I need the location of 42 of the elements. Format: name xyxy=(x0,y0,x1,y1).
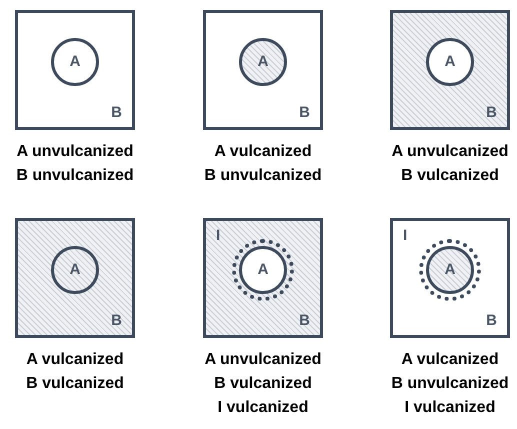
material-square xyxy=(203,218,323,338)
node-label: B vulcanized xyxy=(214,374,312,394)
region-letter: B xyxy=(486,312,497,329)
region-letter: B xyxy=(111,312,122,329)
dotted-ring xyxy=(419,239,481,301)
region-letter: I xyxy=(403,227,408,244)
region-letter: A xyxy=(256,261,270,278)
material-square xyxy=(390,10,510,130)
node-label: I vulcanized xyxy=(218,398,308,418)
region-letter: B xyxy=(486,104,497,121)
region-letter: B xyxy=(299,104,310,121)
node-label: A unvulcanized xyxy=(392,142,508,162)
region-letter: A xyxy=(444,53,456,70)
region-letter: A xyxy=(68,261,82,278)
node-label: B unvulcanized xyxy=(391,374,509,394)
material-square xyxy=(203,10,323,130)
node-label: A vulcanized xyxy=(214,142,312,162)
dotted-ring xyxy=(232,239,294,301)
node-label: A vulcanized xyxy=(26,350,124,370)
inclusion-circle xyxy=(239,38,287,86)
region-letter: A xyxy=(256,53,270,70)
region-letter: I xyxy=(216,227,220,244)
region-letter: A xyxy=(444,261,456,278)
inclusion-circle xyxy=(426,246,474,294)
material-square xyxy=(390,218,510,338)
node-label: A vulcanized xyxy=(401,350,499,370)
material-square xyxy=(15,218,135,338)
region-letter: A xyxy=(68,53,82,70)
node-label: B vulcanized xyxy=(401,166,499,186)
node-label: B unvulcanized xyxy=(204,166,322,186)
inclusion-circle xyxy=(51,38,99,86)
node-label: A unvulcanized xyxy=(16,142,134,162)
node-label: I vulcanized xyxy=(404,398,496,418)
material-square xyxy=(15,10,135,130)
region-letter: B xyxy=(111,104,122,121)
region-letter: B xyxy=(299,312,310,329)
inclusion-circle xyxy=(239,246,287,294)
node-label: B vulcanized xyxy=(26,374,124,394)
node-label: B unvulcanized xyxy=(16,166,134,186)
inclusion-circle xyxy=(426,38,474,86)
node-label: A unvulcanized xyxy=(204,350,322,370)
inclusion-circle xyxy=(51,246,99,294)
